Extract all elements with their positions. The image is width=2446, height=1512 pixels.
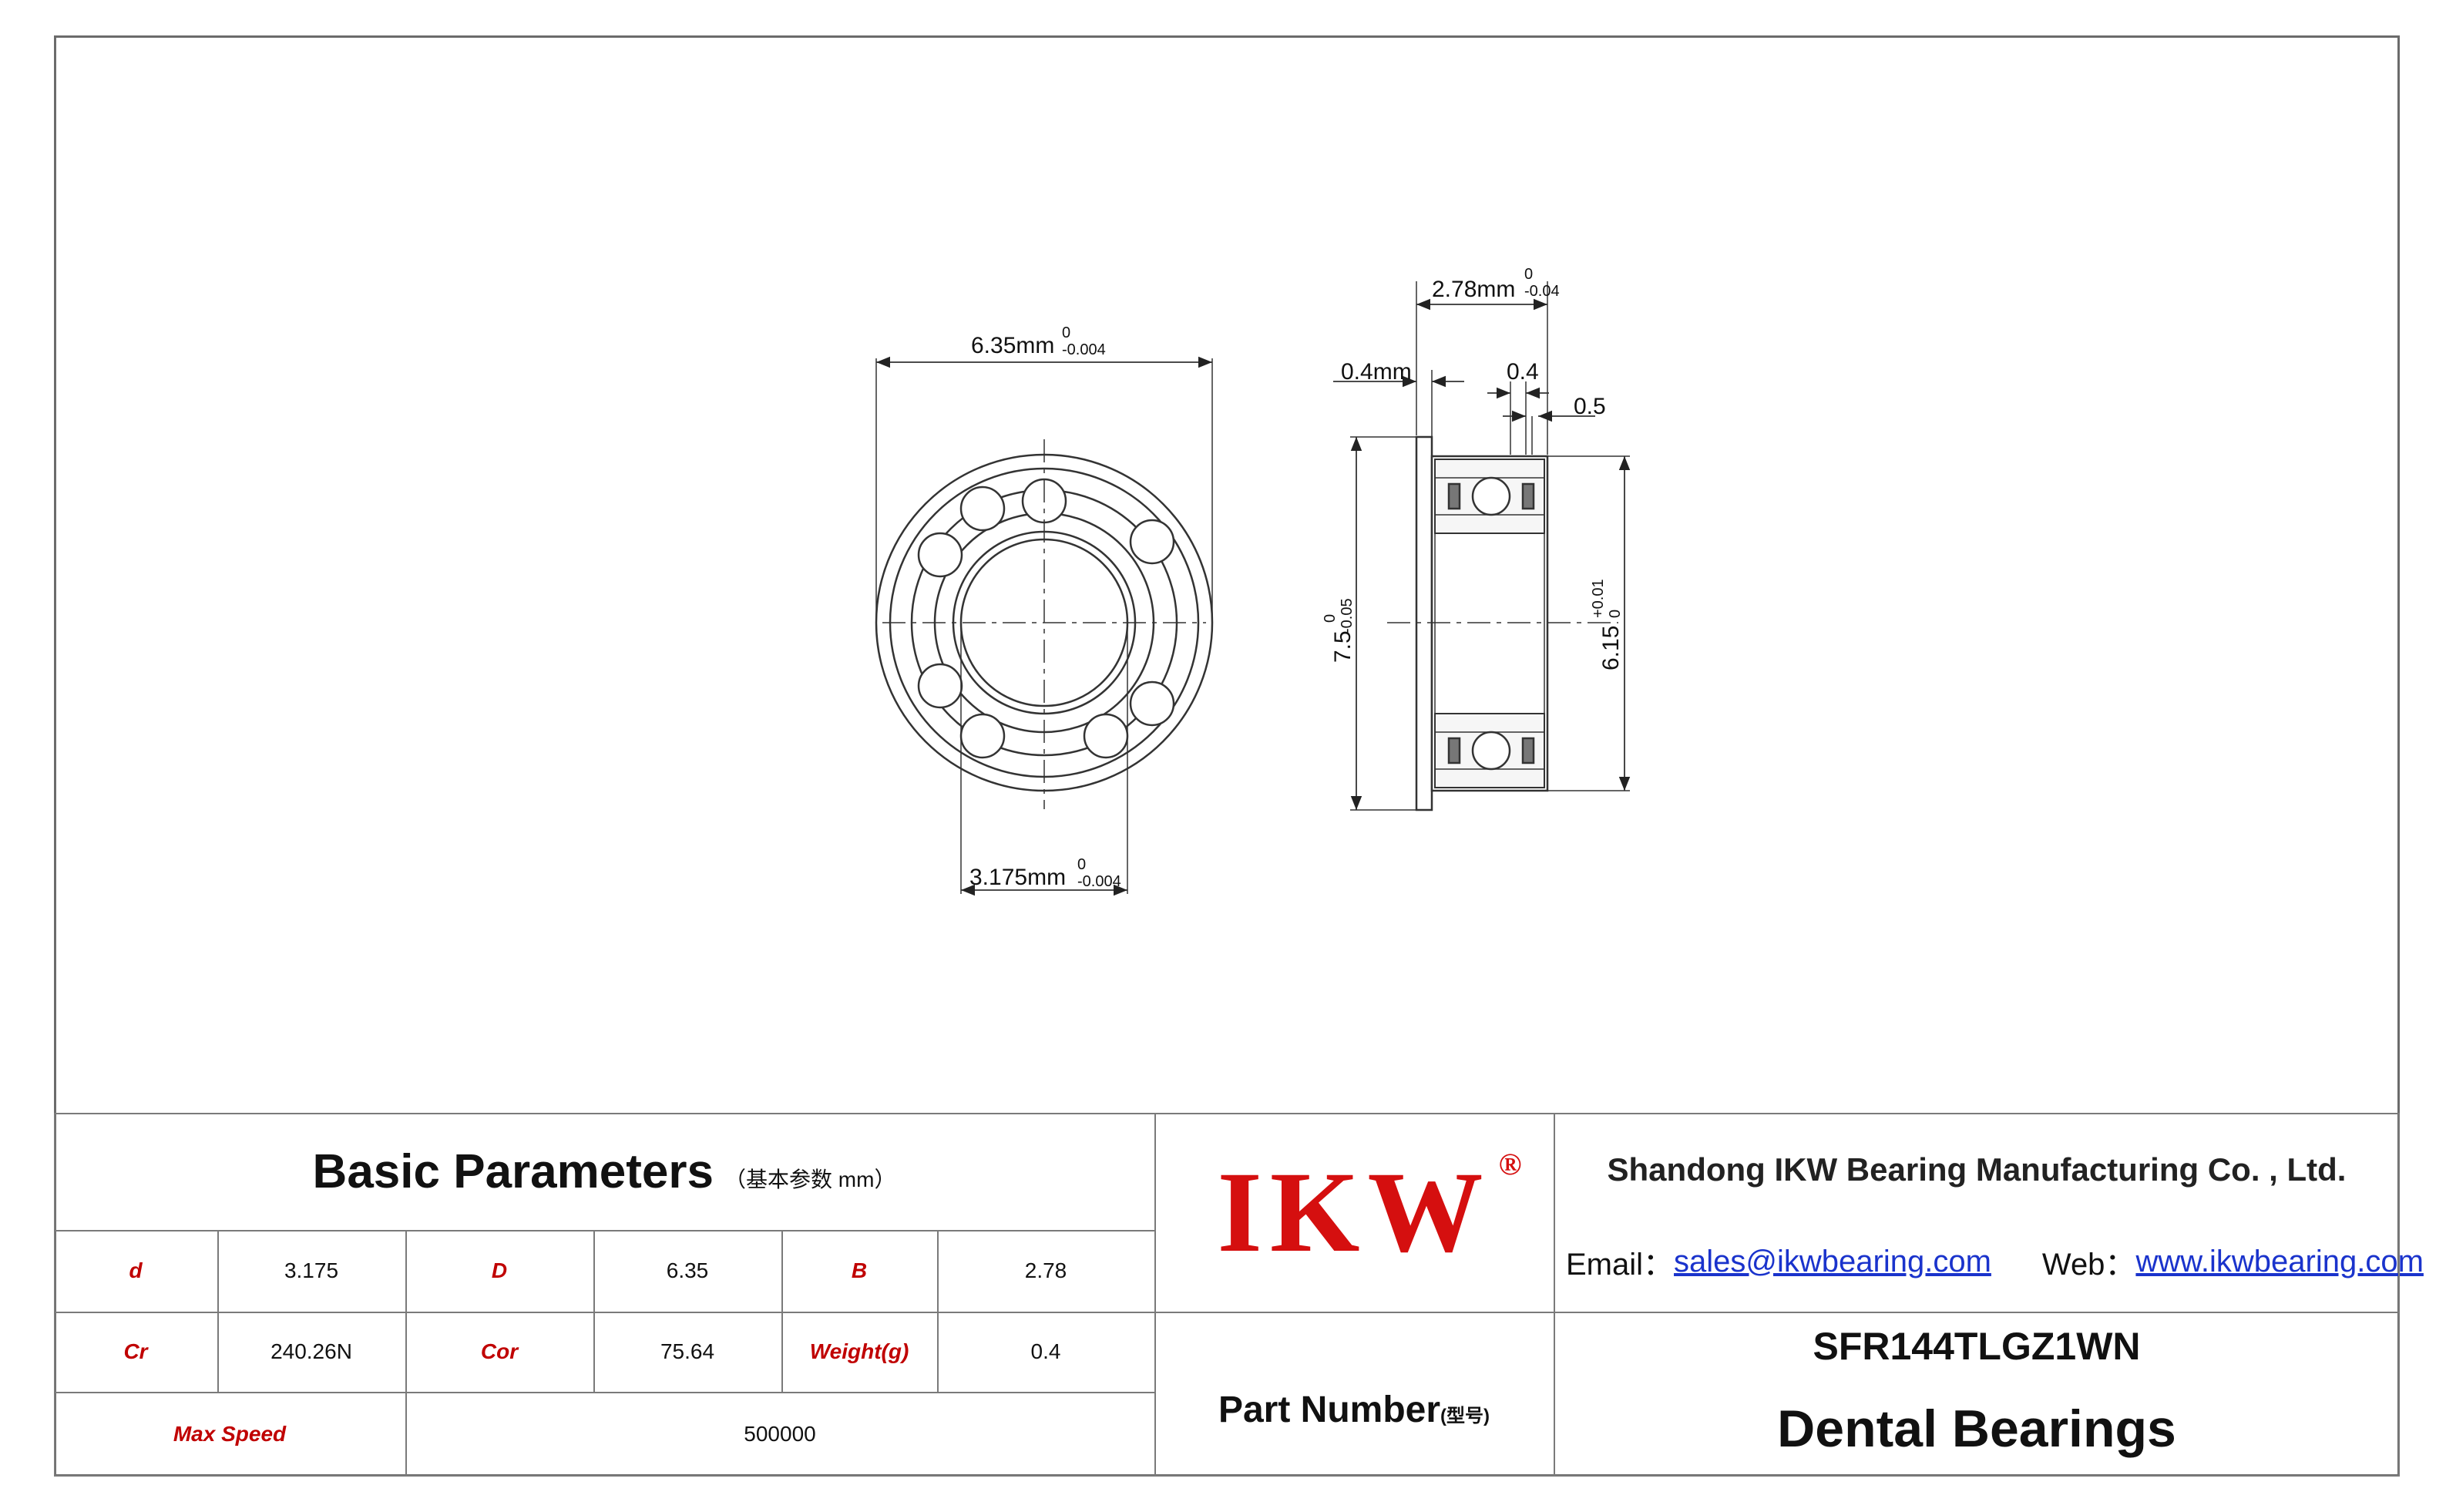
param-value-D: 6.35 — [666, 1258, 709, 1282]
basic-parameters-subtitle: （基本参数 mm） — [724, 1168, 896, 1191]
param-value-B: 2.78 — [1024, 1258, 1067, 1282]
param-label-max-speed: Max Speed — [173, 1422, 287, 1446]
width-label: 2.78mm 0 -0.04 — [1432, 266, 1560, 302]
brand-logo: IKW® — [1217, 1147, 1522, 1276]
shield-gap-label: 0.4 — [1507, 359, 1539, 385]
title-block: Basic Parameters （基本参数 mm） d 3.175 D 6.3… — [54, 1113, 2424, 1477]
svg-text:-0.004: -0.004 — [1077, 873, 1121, 890]
param-label-cr: Cr — [123, 1339, 148, 1363]
svg-text:-0.004: -0.004 — [1062, 341, 1106, 358]
param-label-B: B — [851, 1258, 868, 1282]
web-label: Web： — [2041, 1248, 2136, 1282]
flange-thickness-label: 0.4mm — [1341, 359, 1412, 385]
param-value-cr: 240.26N — [270, 1339, 352, 1363]
website-link[interactable]: www.ikwbearing.com — [2135, 1244, 2424, 1278]
param-value-max-speed: 500000 — [744, 1422, 816, 1446]
svg-text:6.15: 6.15 — [1598, 626, 1624, 670]
part-number-label-cn: (型号) — [1440, 1405, 1490, 1426]
product-cell: Dental Bearings — [1554, 1381, 2400, 1477]
email-link[interactable]: sales@ikwbearing.com — [1674, 1244, 1991, 1278]
housing-dia-label: 6.15 +0.01 0 — [1590, 579, 1624, 670]
svg-text:0: 0 — [1077, 856, 1086, 873]
param-value-d: 3.175 — [284, 1258, 339, 1282]
company-name-cell: Shandong IKW Bearing Manufacturing Co. ,… — [1554, 1113, 2400, 1211]
svg-text:-0.04: -0.04 — [1524, 283, 1560, 300]
param-label-cor: Cor — [480, 1339, 519, 1363]
front-view — [875, 356, 1214, 896]
registered-mark: ® — [1498, 1147, 1522, 1181]
svg-text:0: 0 — [1062, 324, 1070, 341]
svg-text:6.35mm: 6.35mm — [971, 333, 1054, 358]
bore-diameter-label: 3.175mm 0 -0.004 — [969, 856, 1121, 890]
svg-text:-0.05: -0.05 — [1339, 598, 1356, 633]
param-label-d: d — [129, 1258, 143, 1282]
product-name: Dental Bearings — [1777, 1399, 2176, 1458]
svg-text:2.78mm: 2.78mm — [1432, 277, 1515, 302]
svg-text:0: 0 — [1322, 614, 1339, 623]
svg-text:3.175mm: 3.175mm — [969, 865, 1066, 890]
technical-drawing: 6.35mm 0 -0.004 3.175mm 0 -0.004 — [875, 266, 1631, 896]
flange-dia-label: 7.5 0 -0.05 — [1322, 598, 1356, 663]
svg-text:0: 0 — [1524, 266, 1533, 283]
contact-row: Email： sales@ikwbearing.com Web： www.ikw… — [1554, 1211, 2424, 1312]
chamfer-label: 0.5 — [1574, 394, 1606, 419]
outer-diameter-label: 6.35mm 0 -0.004 — [971, 324, 1106, 358]
param-label-weight: Weight(g) — [809, 1339, 909, 1363]
company-name: Shandong IKW Bearing Manufacturing Co. ,… — [1607, 1151, 2347, 1188]
svg-text:7.5: 7.5 — [1330, 630, 1356, 663]
email-label: Email： — [1566, 1248, 1675, 1282]
basic-parameters-header: Basic Parameters （基本参数 mm） — [54, 1113, 1154, 1230]
side-view — [1333, 281, 1631, 811]
svg-text:+0.01: +0.01 — [1590, 579, 1607, 618]
param-value-weight: 0.4 — [1030, 1339, 1061, 1363]
balls — [917, 478, 1175, 759]
part-number-label-cell: Part Number(型号) — [1154, 1312, 1554, 1477]
basic-parameters-title: Basic Parameters — [312, 1144, 714, 1198]
brand-logo-cell: IKW® — [1154, 1113, 1554, 1312]
svg-text:0: 0 — [1607, 610, 1624, 618]
param-value-cor: 75.64 — [660, 1339, 715, 1363]
part-number-label: Part Number — [1218, 1389, 1441, 1430]
model-cell: SFR144TLGZ1WN — [1554, 1312, 2400, 1381]
model-number: SFR144TLGZ1WN — [1813, 1325, 2141, 1368]
param-label-D: D — [491, 1258, 508, 1282]
